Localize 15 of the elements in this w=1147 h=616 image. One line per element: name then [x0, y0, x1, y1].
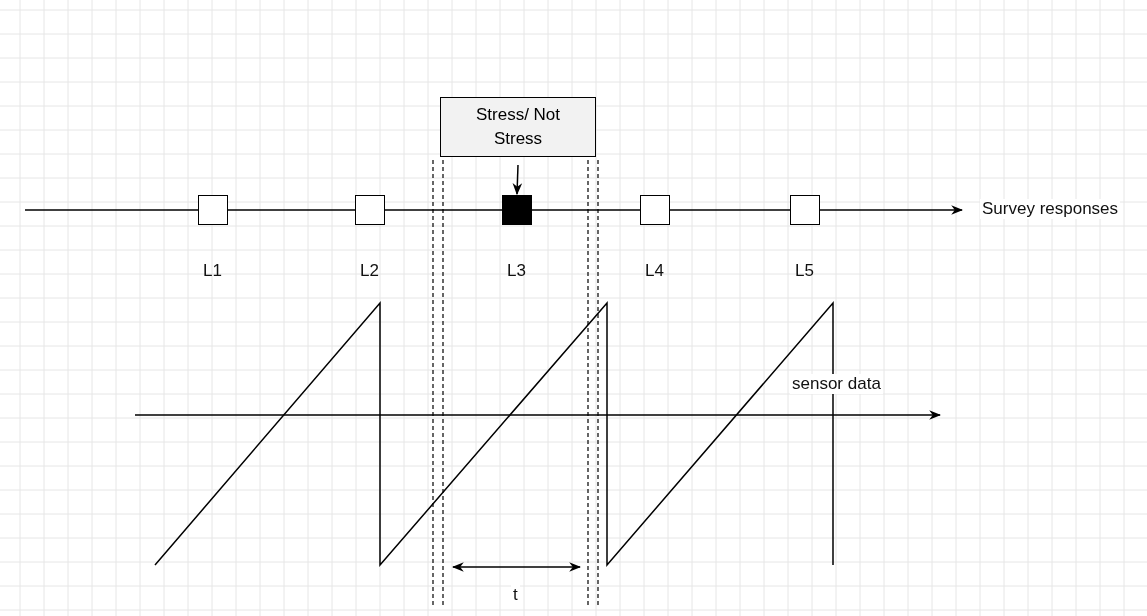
series-label: L1 [203, 261, 222, 281]
marker-square [502, 195, 532, 225]
series-label: L5 [795, 261, 814, 281]
marker-square [790, 195, 820, 225]
axis-label: Survey responses [980, 199, 1121, 219]
series-label: L3 [507, 261, 526, 281]
series-label: L4 [645, 261, 664, 281]
marker-square [355, 195, 385, 225]
arrow [512, 164, 523, 196]
axis-label: sensor data [790, 374, 883, 394]
box-text: Stress/ Not Stress [474, 104, 562, 150]
marker-square [198, 195, 228, 225]
marker-square [640, 195, 670, 225]
series-label: L2 [360, 261, 379, 281]
label-box [440, 97, 596, 157]
